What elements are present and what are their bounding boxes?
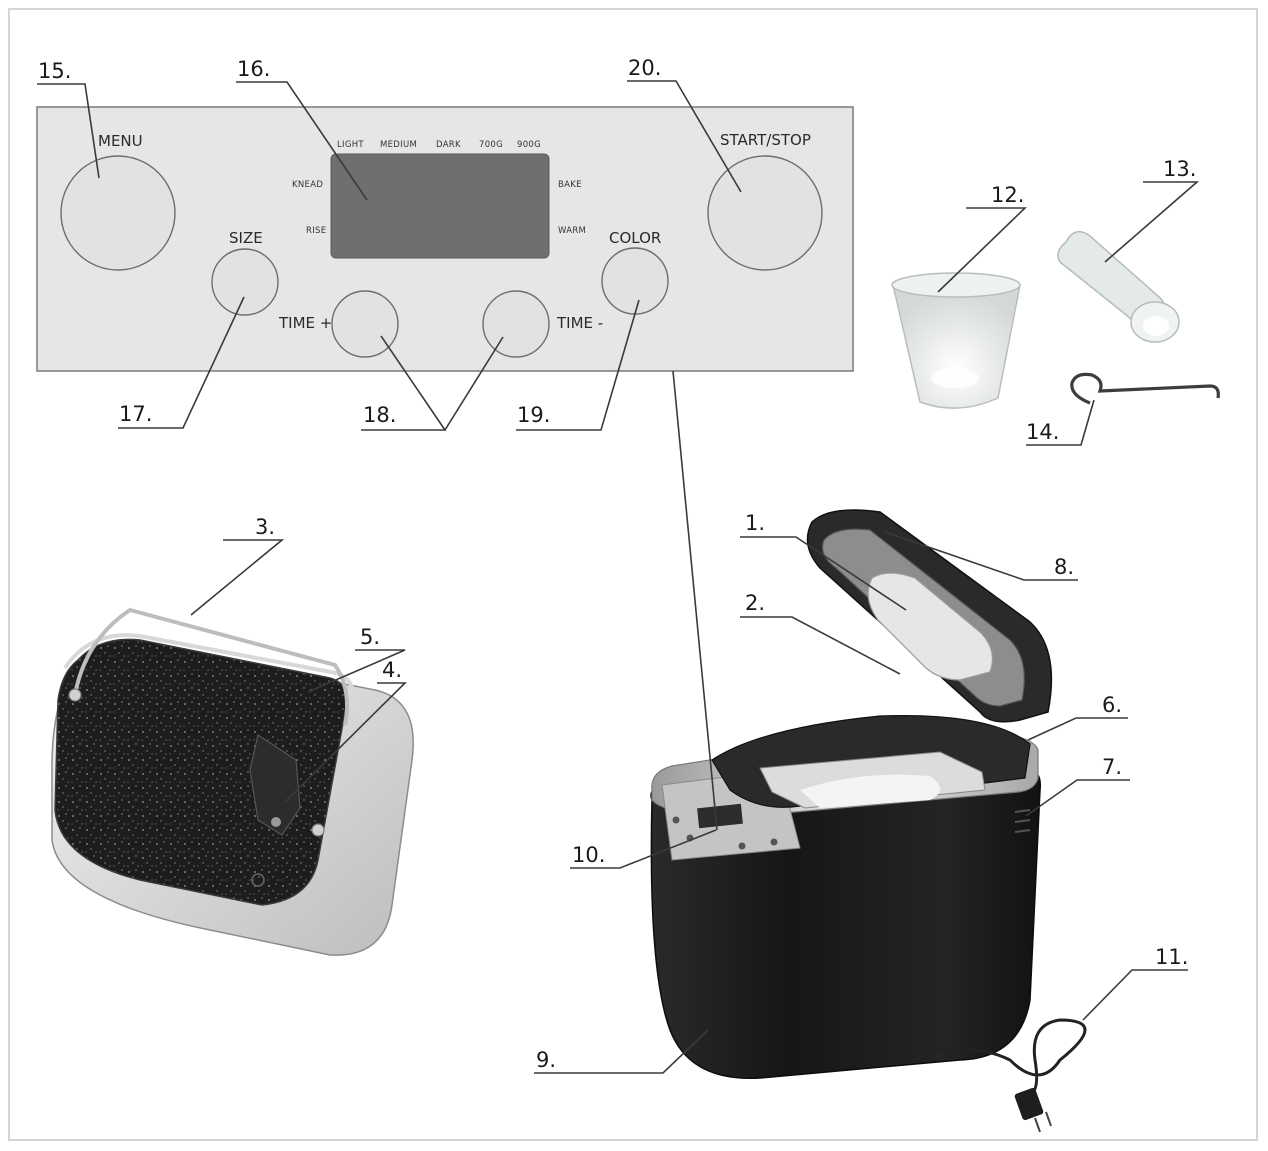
start-stop-label: START/STOP xyxy=(720,131,811,149)
display-label-medium: MEDIUM xyxy=(380,140,417,150)
display-label-rise: RISE xyxy=(306,226,326,236)
handle-hinge-left xyxy=(69,689,81,701)
bread-pan xyxy=(52,610,413,955)
callout-16: 16. xyxy=(237,57,270,81)
callout-1: 1. xyxy=(745,511,765,535)
size-label: SIZE xyxy=(229,229,263,247)
leader-11 xyxy=(1083,970,1188,1020)
callout-13: 13. xyxy=(1163,157,1196,181)
callout-19: 19. xyxy=(517,403,550,427)
leader-13 xyxy=(1105,182,1197,262)
hook-wire xyxy=(1072,374,1219,403)
callout-17: 17. xyxy=(119,402,152,426)
callout-7: 7. xyxy=(1102,755,1122,779)
callout-2: 2. xyxy=(745,591,765,615)
spoon-bowl-inner xyxy=(1143,316,1169,336)
cup-rim xyxy=(892,273,1020,297)
display-label-bake: BAKE xyxy=(558,180,582,190)
display-label-light: LIGHT xyxy=(337,140,364,150)
callout-4: 4. xyxy=(382,658,402,682)
color-label: COLOR xyxy=(609,229,661,247)
display-label-knead: KNEAD xyxy=(292,180,323,190)
cup-glare xyxy=(931,368,979,388)
callout-8: 8. xyxy=(1054,555,1074,579)
time-minus-label: TIME - xyxy=(556,314,603,332)
lcd-display xyxy=(331,154,549,258)
display-label-700g: 700G xyxy=(479,140,503,150)
callout-3: 3. xyxy=(255,515,275,539)
measuring-spoon xyxy=(1058,232,1179,342)
display-label-dark: DARK xyxy=(436,140,461,150)
callout-6: 6. xyxy=(1102,693,1122,717)
callout-15: 15. xyxy=(38,59,71,83)
display-label-900g: 900G xyxy=(517,140,541,150)
mini-button-1 xyxy=(673,817,680,824)
size-button[interactable] xyxy=(212,249,278,315)
plug-pin-2 xyxy=(1046,1112,1051,1126)
leader-2 xyxy=(740,617,900,674)
drive-shaft xyxy=(271,817,281,827)
leader-7 xyxy=(1026,780,1130,816)
cup-body xyxy=(893,279,1020,409)
callout-5: 5. xyxy=(360,625,380,649)
display-label-warm: WARM xyxy=(558,226,586,236)
callout-12: 12. xyxy=(991,183,1024,207)
pan-interior xyxy=(55,639,347,905)
color-button[interactable] xyxy=(602,248,668,314)
plug-pin-1 xyxy=(1035,1118,1040,1132)
leader-panel-to-machine xyxy=(673,371,717,830)
callout-14: 14. xyxy=(1026,420,1059,444)
callout-11: 11. xyxy=(1155,945,1188,969)
callout-10: 10. xyxy=(572,843,605,867)
callout-18: 18. xyxy=(363,403,396,427)
menu-button[interactable] xyxy=(61,156,175,270)
leader-3 xyxy=(191,540,282,615)
callout-9: 9. xyxy=(536,1048,556,1072)
handle-hinge-right xyxy=(312,824,324,836)
paddle-remover-hook xyxy=(1072,374,1219,403)
menu-label: MENU xyxy=(98,132,143,150)
callout-20: 20. xyxy=(628,56,661,80)
mini-button-3 xyxy=(739,843,746,850)
leader-6 xyxy=(1028,718,1128,740)
start-stop-button[interactable] xyxy=(708,156,822,270)
mini-button-4 xyxy=(771,839,778,846)
time-plus-label: TIME + xyxy=(278,314,332,332)
power-plug xyxy=(1014,1087,1044,1121)
control-panel: MENU START/STOP SIZE COLOR TIME + TIME -… xyxy=(37,107,853,371)
measuring-cup xyxy=(892,273,1020,408)
time-minus-button[interactable] xyxy=(483,291,549,357)
